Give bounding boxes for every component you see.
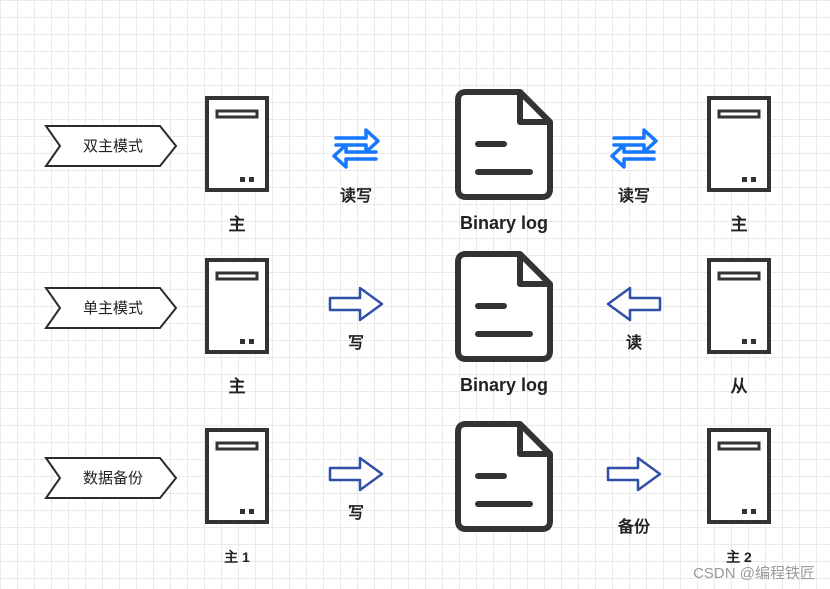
server-led bbox=[742, 339, 747, 344]
arrow-outline bbox=[328, 286, 384, 322]
right-server: 从 bbox=[707, 258, 771, 396]
arrow-outline bbox=[606, 286, 662, 322]
server-label: 主 bbox=[731, 214, 748, 234]
left-server: 主 bbox=[205, 96, 269, 234]
arrow-right: 写 bbox=[328, 286, 384, 352]
arrow-outline bbox=[606, 456, 662, 492]
mode-tag-label: 双主模式 bbox=[83, 138, 143, 155]
left-server: 主 bbox=[205, 258, 269, 396]
arrow-outline bbox=[328, 456, 384, 492]
arrow-right: 备份 bbox=[606, 456, 662, 536]
arrow-left-part bbox=[332, 143, 378, 169]
log-label: Binary log bbox=[460, 213, 548, 233]
server-slot bbox=[717, 109, 761, 119]
server-slot bbox=[215, 271, 259, 281]
left-server: 主 1 bbox=[205, 428, 269, 565]
arrow-right-part bbox=[334, 128, 380, 154]
mode-tag: 双主模式 bbox=[44, 125, 178, 167]
document-fold bbox=[517, 254, 550, 287]
server-led bbox=[249, 177, 254, 182]
arrow-left: 读 bbox=[606, 286, 662, 352]
server-led bbox=[742, 177, 747, 182]
server-led bbox=[249, 339, 254, 344]
mode-tag: 数据备份 bbox=[44, 457, 178, 499]
server-led bbox=[249, 509, 254, 514]
tag-shape bbox=[44, 457, 178, 499]
server-led bbox=[240, 177, 245, 182]
server-label: 从 bbox=[731, 377, 748, 396]
server-slot bbox=[717, 441, 761, 451]
server-led bbox=[742, 509, 747, 514]
server-slot bbox=[215, 109, 259, 119]
document-fold bbox=[517, 424, 550, 457]
mode-tag-label: 单主模式 bbox=[83, 300, 143, 317]
server-slot bbox=[717, 271, 761, 281]
server-led bbox=[751, 509, 756, 514]
arrow-right-part bbox=[612, 128, 658, 154]
mode-tag-label: 数据备份 bbox=[83, 470, 143, 487]
document-fold bbox=[517, 92, 550, 125]
arrow-label: 写 bbox=[348, 334, 364, 352]
tag-shape bbox=[44, 125, 178, 167]
server-label: 主 2 bbox=[726, 549, 752, 565]
arrow-label: 写 bbox=[348, 504, 364, 522]
arrow-label: 读 bbox=[626, 333, 642, 352]
watermark: CSDN @编程铁匠 bbox=[693, 565, 815, 582]
arrow-right: 写 bbox=[328, 456, 384, 522]
binary-log: Binary log bbox=[455, 89, 553, 233]
right-server: 主 2 bbox=[707, 428, 771, 565]
server-led bbox=[751, 177, 756, 182]
tag-shape bbox=[44, 287, 178, 329]
server-label: 主 bbox=[229, 214, 246, 234]
server-slot bbox=[215, 441, 259, 451]
binary-log: Binary log bbox=[455, 251, 553, 395]
server-led bbox=[240, 339, 245, 344]
mode-tag: 单主模式 bbox=[44, 287, 178, 329]
arrow-left-part bbox=[610, 143, 656, 169]
server-led bbox=[751, 339, 756, 344]
arrow-label: 备份 bbox=[617, 517, 651, 536]
arrow-label: 读写 bbox=[340, 186, 372, 205]
server-label: 主 bbox=[229, 376, 246, 396]
log-label: Binary log bbox=[460, 375, 548, 395]
server-led bbox=[240, 509, 245, 514]
binary-log bbox=[455, 421, 553, 532]
arrow-bidirectional: 读写 bbox=[610, 128, 658, 205]
server-label: 主 1 bbox=[224, 549, 250, 565]
arrow-label: 读写 bbox=[618, 186, 650, 205]
arrow-bidirectional: 读写 bbox=[332, 128, 380, 205]
right-server: 主 bbox=[707, 96, 771, 234]
